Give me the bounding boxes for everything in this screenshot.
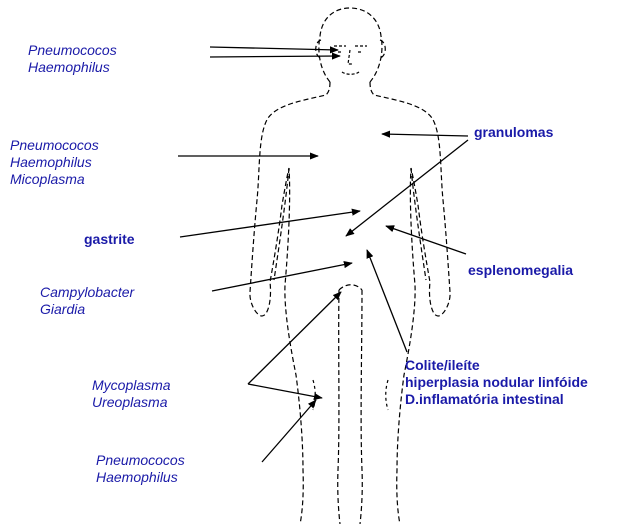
face-eyes <box>334 46 367 52</box>
arrow-head-lower <box>210 56 340 57</box>
right-ear <box>380 40 385 58</box>
head-outline <box>319 8 382 82</box>
arrow-esplenomegalia <box>386 226 466 254</box>
label-joint-pathogen-2: Haemophilus <box>96 469 185 486</box>
label-granulomas: granulomas <box>474 124 553 141</box>
label-colitis: Colite/ileíte hiperplasia nodular linfói… <box>405 357 588 408</box>
label-intestinal-pathogen-2: Giardia <box>40 301 134 318</box>
arrow-granulomas-chest <box>382 134 468 136</box>
label-esplenomegalia: esplenomegalia <box>468 262 573 279</box>
label-urogenital-pathogen-2: Ureoplasma <box>92 394 171 411</box>
label-joint-pathogens: Pneumococos Haemophilus <box>96 452 185 486</box>
label-head-pathogen-1: Pneumococos <box>28 42 117 59</box>
right-knee-contour <box>386 380 388 410</box>
arrow-granulomas-abdomen <box>346 140 468 236</box>
label-lung-pathogen-1: Pneumococos <box>10 137 99 154</box>
arrow-gastrite <box>180 211 360 237</box>
label-head-pathogen-2: Haemophilus <box>28 59 117 76</box>
label-lung-pathogens: Pneumococos Haemophilus Micoplasma <box>10 137 99 188</box>
label-lung-pathogen-3: Micoplasma <box>10 171 99 188</box>
arrow-colitis <box>367 250 407 352</box>
label-intestinal-pathogen-1: Campylobacter <box>40 284 134 301</box>
label-gastrite: gastrite <box>84 231 135 248</box>
arrow-joints <box>262 400 316 462</box>
face-nose-mouth <box>342 50 359 74</box>
label-joint-pathogen-1: Pneumococos <box>96 452 185 469</box>
left-knee-contour <box>313 380 315 410</box>
body-left-contour <box>250 82 330 524</box>
body-outline <box>250 8 450 524</box>
arrow-urogenital-up <box>248 292 341 384</box>
label-colitis-2: hiperplasia nodular linfóide <box>405 374 588 391</box>
label-colitis-1: Colite/ileíte <box>405 357 588 374</box>
label-lung-pathogen-2: Haemophilus <box>10 154 99 171</box>
label-urogenital-pathogen-1: Mycoplasma <box>92 377 171 394</box>
label-intestinal-pathogens: Campylobacter Giardia <box>40 284 134 318</box>
label-urogenital-pathogens: Mycoplasma Ureoplasma <box>92 377 171 411</box>
body-right-contour <box>370 82 450 524</box>
arrow-urogenital-down <box>248 384 322 398</box>
arrow-intestine <box>212 263 352 291</box>
inner-leg-contour <box>338 285 363 524</box>
label-colitis-3: D.inflamatória intestinal <box>405 391 588 408</box>
label-head-pathogens: Pneumococos Haemophilus <box>28 42 117 76</box>
